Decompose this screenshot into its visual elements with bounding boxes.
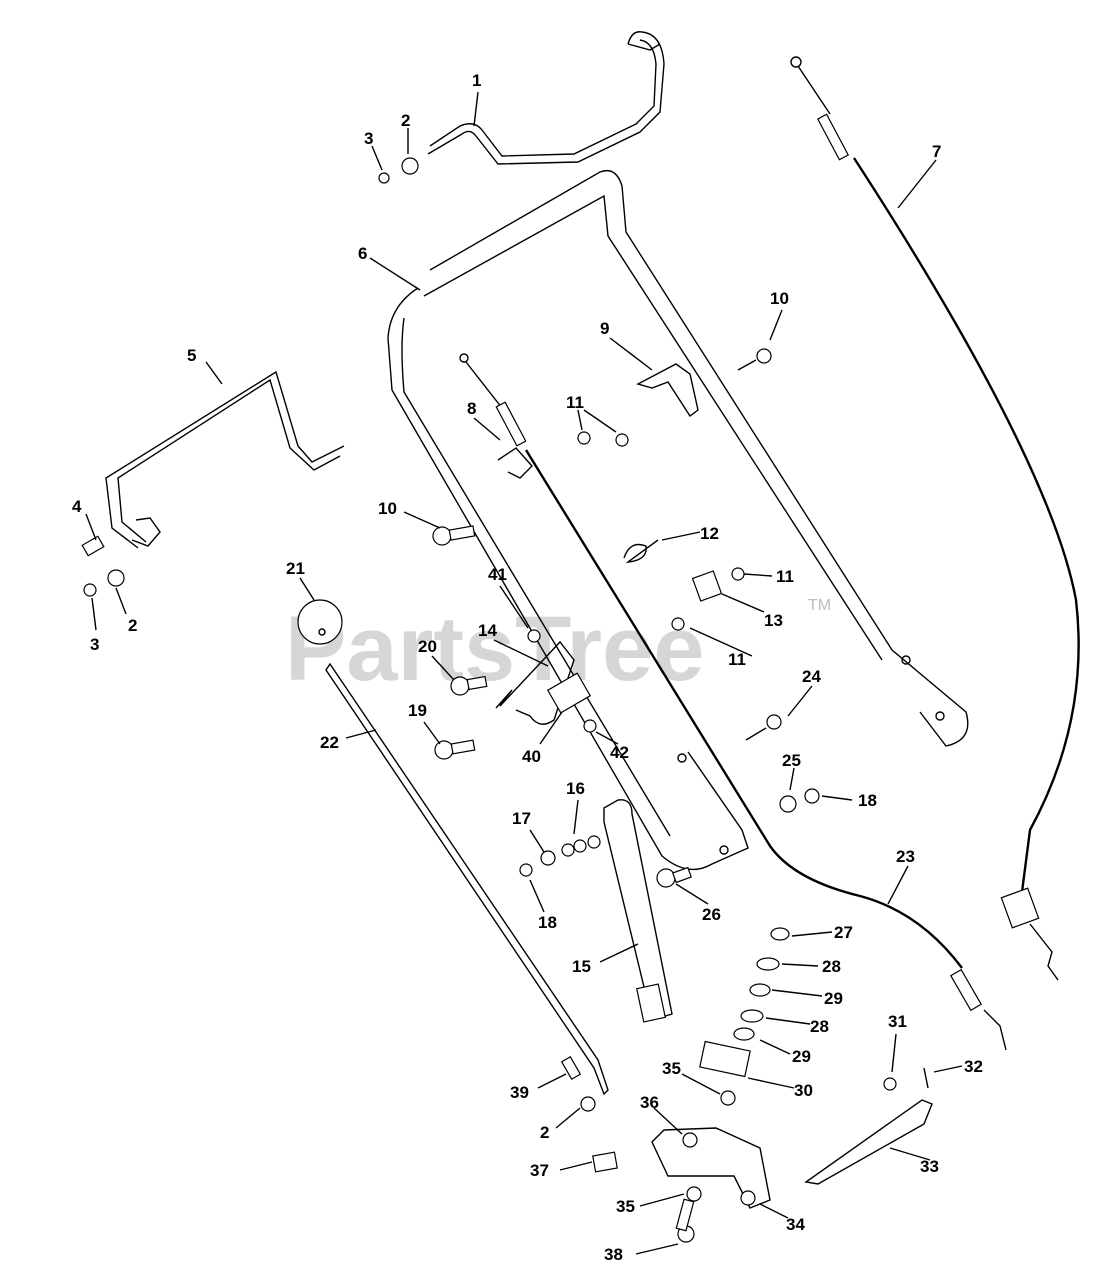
label-part-24: 24 <box>802 667 821 686</box>
label-part-10b: 10 <box>378 499 397 518</box>
label-part-33: 33 <box>920 1157 939 1176</box>
part-1-upper-bail <box>427 31 665 165</box>
watermark-tm: TM <box>808 597 831 614</box>
label-part-11b: 11 <box>776 567 794 586</box>
label-part-14: 14 <box>478 621 497 640</box>
label-part-26: 26 <box>702 905 721 924</box>
label-part-30: 30 <box>794 1081 813 1100</box>
label-part-15: 15 <box>572 957 591 976</box>
label-part-40: 40 <box>522 747 541 766</box>
label-part-28a: 28 <box>822 957 841 976</box>
label-part-9: 9 <box>600 319 609 338</box>
label-part-27: 27 <box>834 923 853 942</box>
part-8-cable-bracket <box>459 353 533 479</box>
label-part-42: 42 <box>610 743 629 762</box>
label-part-41: 41 <box>488 565 507 584</box>
label-part-2c: 2 <box>540 1123 549 1142</box>
label-part-8: 8 <box>467 399 476 418</box>
part-5-lower-bail <box>105 370 345 549</box>
part-6-handle <box>387 169 969 871</box>
label-part-23: 23 <box>896 847 915 866</box>
label-part-36: 36 <box>640 1093 659 1112</box>
label-part-20: 20 <box>418 637 437 656</box>
label-part-22: 22 <box>320 733 339 752</box>
label-part-29a: 29 <box>824 989 843 1008</box>
label-part-5: 5 <box>187 346 196 365</box>
label-part-11c: 11 <box>728 650 746 669</box>
label-part-16: 16 <box>566 779 585 798</box>
label-part-11a: 11 <box>566 393 584 412</box>
label-part-13: 13 <box>764 611 783 630</box>
part-labels: 1 2 3 6 7 5 9 10 8 11 4 10 12 11 21 41 1… <box>72 71 983 1264</box>
label-part-7: 7 <box>932 142 941 161</box>
label-part-31: 31 <box>888 1012 907 1031</box>
part-7-cable <box>790 56 1080 981</box>
label-part-12: 12 <box>700 524 719 543</box>
label-part-4: 4 <box>72 497 82 516</box>
label-part-37: 37 <box>530 1161 549 1180</box>
label-part-18b: 18 <box>538 913 557 932</box>
label-part-38: 38 <box>604 1245 623 1264</box>
label-part-17: 17 <box>512 809 531 828</box>
label-part-28b: 28 <box>810 1017 829 1036</box>
label-part-34: 34 <box>786 1215 805 1234</box>
hardware <box>81 157 933 1243</box>
label-part-32: 32 <box>964 1057 983 1076</box>
label-part-2a: 2 <box>401 111 410 130</box>
label-part-6: 6 <box>358 244 367 263</box>
label-part-21: 21 <box>286 559 305 578</box>
label-part-3b: 3 <box>90 635 99 654</box>
label-part-2b: 2 <box>128 616 137 635</box>
watermark-logo: PartsTree <box>285 598 704 700</box>
label-part-19: 19 <box>408 701 427 720</box>
label-part-35b: 35 <box>616 1197 635 1216</box>
label-part-3a: 3 <box>364 129 373 148</box>
label-part-1: 1 <box>472 71 481 90</box>
label-part-39: 39 <box>510 1083 529 1102</box>
label-part-18a: 18 <box>858 791 877 810</box>
part-23-cable <box>524 449 1007 1051</box>
leader-lines <box>85 91 963 1255</box>
label-part-29b: 29 <box>792 1047 811 1066</box>
label-part-10a: 10 <box>770 289 789 308</box>
label-part-25: 25 <box>782 751 801 770</box>
label-part-35a: 35 <box>662 1059 681 1078</box>
